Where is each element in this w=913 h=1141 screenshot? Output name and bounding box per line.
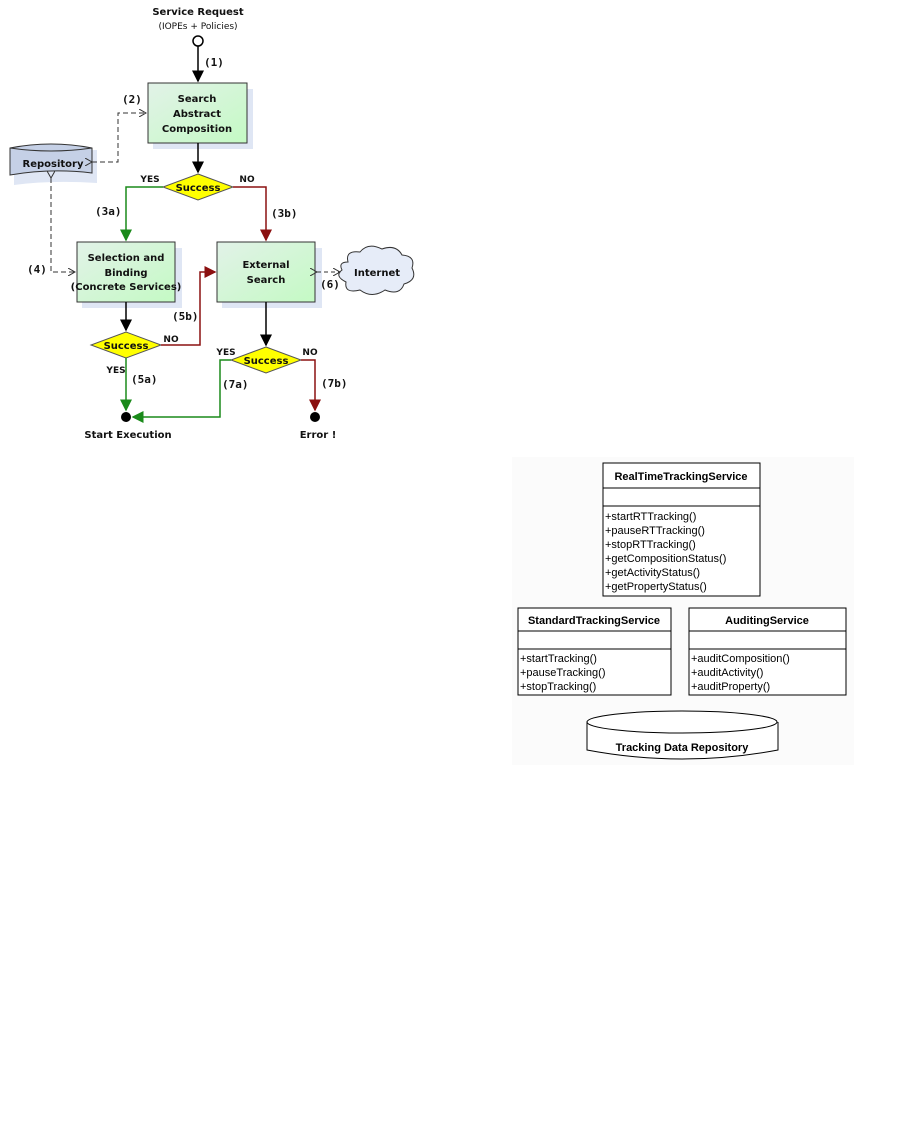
- start-execution-node: [121, 412, 131, 422]
- error-node: [310, 412, 320, 422]
- search-box-line: Composition: [162, 124, 232, 135]
- no-label: NO: [302, 348, 318, 358]
- error-label: Error !: [300, 430, 337, 441]
- arrow-2: [92, 113, 146, 162]
- no-label: NO: [239, 175, 255, 185]
- class-standard-tracking-service: StandardTrackingService +startTracking()…: [517, 607, 672, 696]
- method: +pauseTracking(): [520, 667, 606, 679]
- class-name: RealTimeTrackingService: [614, 471, 747, 483]
- decision-3-label: Success: [244, 356, 289, 367]
- selection-box-line: Binding: [104, 268, 147, 279]
- internet-cloud: [338, 245, 415, 295]
- start-node: [192, 35, 204, 47]
- arrow-7a: [131, 359, 231, 423]
- step-3a-label: (3a): [95, 205, 122, 218]
- internet-label: Internet: [354, 268, 400, 279]
- method: +getActivityStatus(): [605, 567, 700, 579]
- yes-label: YES: [105, 366, 125, 376]
- method: +startTracking(): [520, 653, 597, 665]
- method: +auditComposition(): [691, 653, 790, 665]
- decision-1-label: Success: [176, 183, 221, 194]
- flowchart: Service Request (IOPEs + Policies) (1) S…: [9, 7, 415, 441]
- step-7b-label: (7b): [321, 377, 348, 390]
- arrow-3b: [233, 186, 272, 242]
- step-4-label: (4): [27, 263, 47, 276]
- search-box-line: Search: [178, 94, 217, 105]
- start-execution-label: Start Execution: [84, 430, 171, 441]
- search-abstract-composition-box: [147, 82, 248, 144]
- repository-label: Repository: [23, 159, 84, 170]
- decision-2-label: Success: [104, 341, 149, 352]
- arrow-5b: [161, 266, 217, 346]
- method: +startRTTracking(): [605, 511, 696, 523]
- selection-box-line: Selection and: [88, 253, 165, 264]
- method: +getCompositionStatus(): [605, 553, 726, 565]
- class-realtime-tracking-service: RealTimeTrackingService +startRTTracking…: [602, 462, 761, 597]
- external-box-line: External: [242, 260, 289, 271]
- repository-top: [9, 147, 93, 152]
- step-2-label: (2): [122, 93, 142, 106]
- tracking-data-repository: Tracking Data Repository: [586, 710, 779, 760]
- uml-diagram: RealTimeTrackingService +startRTTracking…: [512, 457, 854, 765]
- decision-3: [229, 346, 303, 374]
- yes-label: YES: [215, 348, 235, 358]
- class-name: AuditingService: [725, 615, 809, 627]
- external-search-box: [216, 241, 316, 303]
- method: +auditProperty(): [691, 681, 770, 693]
- step-3b-label: (3b): [271, 207, 298, 220]
- method: +getPropertyStatus(): [605, 581, 707, 593]
- repository-cylinder: [9, 143, 93, 176]
- yes-label: YES: [139, 175, 159, 185]
- service-request-title: Service Request: [152, 7, 244, 18]
- method: +stopTracking(): [520, 681, 596, 693]
- method: +stopRTTracking(): [605, 539, 696, 551]
- class-auditing-service: AuditingService +auditComposition() +aud…: [688, 607, 847, 696]
- step-6-label: (6): [320, 278, 340, 291]
- repository-label: Tracking Data Repository: [616, 742, 750, 754]
- arrow-7b: [301, 359, 321, 412]
- step-5b-label: (5b): [172, 310, 199, 323]
- step-7a-label: (7a): [222, 378, 249, 391]
- step-5a-label: (5a): [131, 373, 158, 386]
- step-1-label: (1): [204, 56, 224, 69]
- arrow-4: [51, 178, 75, 272]
- selection-box-line: (Concrete Services): [71, 282, 182, 293]
- method: +auditActivity(): [691, 667, 763, 679]
- decision-1: [161, 173, 235, 201]
- class-name: StandardTrackingService: [528, 615, 660, 627]
- arrow-3a: [120, 186, 163, 242]
- no-label: NO: [163, 335, 179, 345]
- service-request-subtitle: (IOPEs + Policies): [158, 22, 237, 32]
- search-box-line: Abstract: [173, 109, 221, 120]
- external-box-line: Search: [247, 275, 286, 286]
- method: +pauseRTTracking(): [605, 525, 705, 537]
